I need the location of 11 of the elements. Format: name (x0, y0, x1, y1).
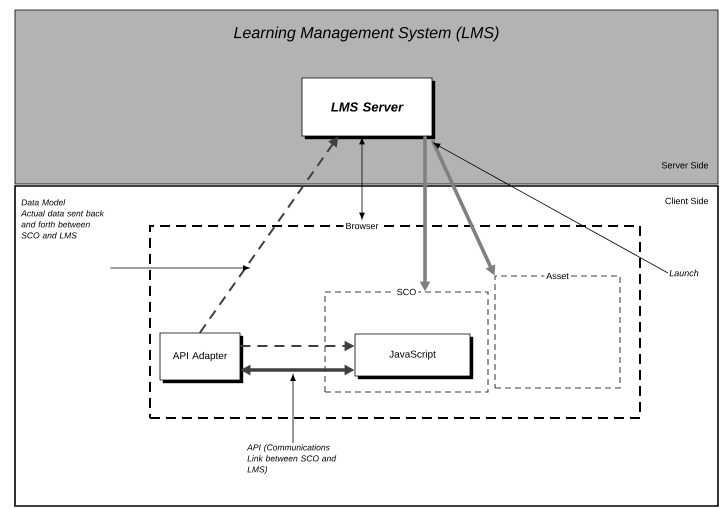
server-box: LMS Server (302, 78, 436, 140)
leader-line (110, 265, 250, 271)
launch-label: Launch (669, 270, 698, 276)
leader-line (433, 142, 668, 274)
api-note: API (Communications Link between SCO and LMS) (246, 444, 336, 474)
script-box: JavaScript (354, 334, 474, 380)
adapter-box: API Adapter (160, 332, 244, 384)
asset-box: Asset (494, 270, 620, 388)
data-model-note: Data Model Actual data sent back and forth between SCO and LMS (20, 199, 104, 238)
arrow (359, 138, 365, 220)
leader-line (290, 374, 296, 444)
